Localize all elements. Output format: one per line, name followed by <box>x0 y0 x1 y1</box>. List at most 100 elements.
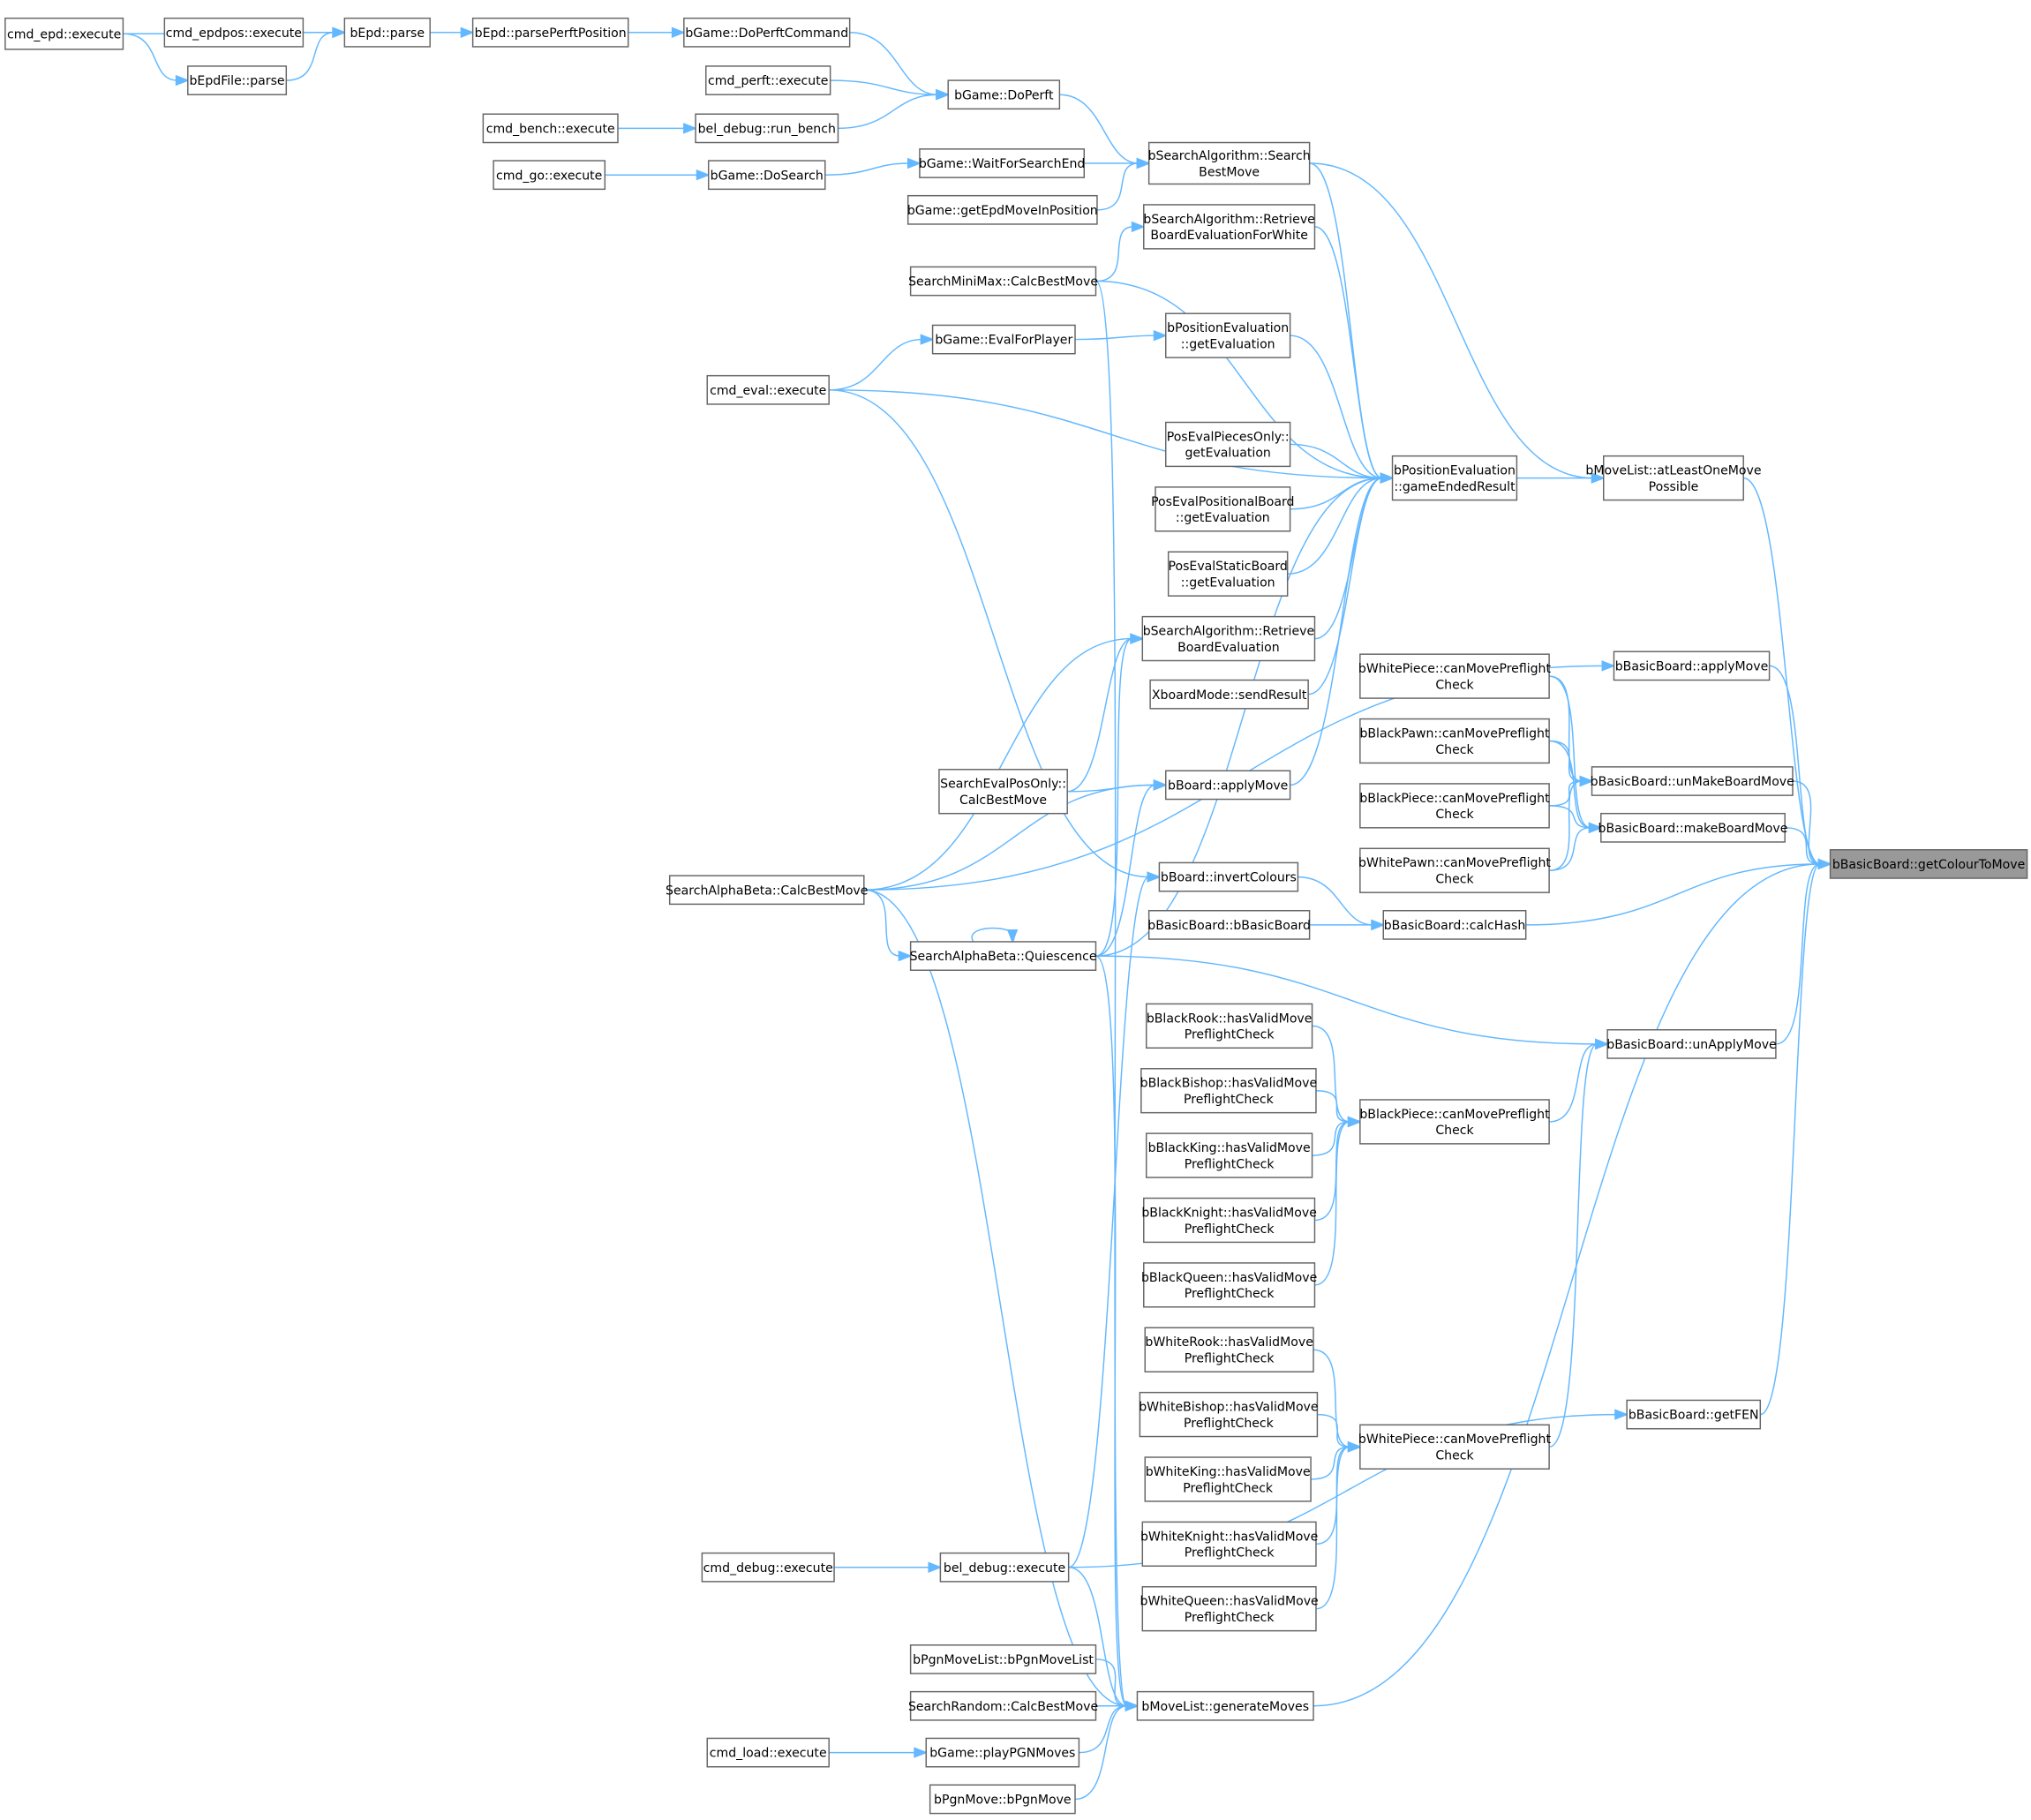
graph-node-cmd-go[interactable]: cmd_go::execute <box>493 160 606 191</box>
graph-node-cmd-eval[interactable]: cmd_eval::execute <box>706 374 830 405</box>
call-edge <box>849 32 938 95</box>
graph-node-makemove[interactable]: bBasicBoard::makeBoardMove <box>1598 812 1788 843</box>
graph-node-invertcolours[interactable]: bBoard::invertColours <box>1158 861 1299 892</box>
arrowhead-icon <box>920 334 935 345</box>
graph-node-doperftcommand[interactable]: bGame::DoPerftCommand <box>683 17 851 48</box>
node-box <box>909 266 1097 297</box>
call-edge <box>863 889 900 957</box>
call-edge <box>1095 226 1134 282</box>
node-label: bBasicBoard::unMakeBoardMove <box>1591 775 1794 789</box>
graph-node-piecesonly[interactable]: PosEvalPiecesOnly::getEvaluation <box>1164 421 1291 468</box>
graph-node-quiescence[interactable]: SearchAlphaBeta::Quiescence <box>910 941 1097 971</box>
graph-node-getfen[interactable]: bBasicBoard::getFEN <box>1626 1399 1762 1430</box>
graph-node-retrievewhite[interactable]: bSearchAlgorithm::RetrieveBoardEvaluatio… <box>1143 204 1316 250</box>
graph-node-cmd-load[interactable]: cmd_load::execute <box>706 1737 830 1768</box>
graph-node-minimax[interactable]: SearchMiniMax::CalcBestMove <box>908 266 1098 297</box>
graph-node-unapply[interactable]: bBasicBoard::unApplyMove <box>1606 1029 1777 1059</box>
graph-node-cmd-epdpos[interactable]: cmd_epdpos::execute <box>163 17 305 48</box>
node-box <box>1382 910 1527 940</box>
node-label: Check <box>1435 678 1474 692</box>
arrowhead-icon <box>1153 329 1168 342</box>
node-box <box>1359 847 1550 893</box>
node-box <box>1143 204 1316 250</box>
node-box <box>695 113 839 144</box>
graph-node-evalforplayer[interactable]: bGame::EvalForPlayer <box>931 324 1076 355</box>
graph-node-unmake[interactable]: bBasicBoard::unMakeBoardMove <box>1591 766 1794 796</box>
call-edge <box>1308 477 1382 696</box>
graph-node-playpgn[interactable]: bGame::playPGNMoves <box>925 1737 1080 1768</box>
graph-node-gameended[interactable]: bPositionEvaluation::gameEndedResult <box>1391 455 1518 501</box>
graph-node-cmd-perft[interactable]: cmd_perft::execute <box>705 65 831 95</box>
node-label: bGame::DoPerftCommand <box>685 26 848 41</box>
node-box <box>1600 812 1786 843</box>
graph-node-generatemoves[interactable]: bMoveList::generateMoves <box>1136 1690 1314 1721</box>
node-box <box>1144 1327 1314 1373</box>
graph-node-pgnmove[interactable]: bPgnMove::bPgnMove <box>929 1784 1076 1815</box>
graph-node-alphabeta[interactable]: SearchAlphaBeta::CalcBestMove <box>666 875 868 906</box>
graph-node-posevalget[interactable]: bPositionEvaluation::getEvaluation <box>1164 312 1291 358</box>
graph-node-retrieveeval[interactable]: bSearchAlgorithm::RetrieveBoardEvaluatio… <box>1141 615 1316 662</box>
arrowhead-icon <box>1588 822 1603 834</box>
graph-node-cmd-bench[interactable]: cmd_bench::execute <box>482 113 619 144</box>
graph-node-cmd-debug[interactable]: cmd_debug::execute <box>701 1552 835 1583</box>
call-edge <box>1096 162 1139 211</box>
arrowhead-icon <box>1147 871 1162 883</box>
node-label: cmd_epdpos::execute <box>166 26 302 41</box>
graph-node-run-bench[interactable]: bel_debug::run_bench <box>695 113 839 144</box>
graph-node-staticboard[interactable]: PosEvalStaticBoard::getEvaluation <box>1167 551 1289 597</box>
graph-node-bepdfile-parse[interactable]: bEpdFile::parse <box>187 65 288 95</box>
node-label: bBasicBoard::applyMove <box>1615 660 1769 674</box>
graph-node-bbapplymove[interactable]: bBasicBoard::applyMove <box>1613 651 1771 681</box>
graph-node-getepdmove[interactable]: bGame::getEpdMoveInPosition <box>907 194 1098 225</box>
graph-node-bbasicctor[interactable]: bBasicBoard::bBasicBoard <box>1147 910 1311 940</box>
graph-node-pgnmovelist[interactable]: bPgnMoveList::bPgnMoveList <box>909 1644 1097 1674</box>
node-box <box>1602 455 1744 501</box>
call-edge <box>1549 740 1591 829</box>
node-label: ::getEvaluation <box>1181 575 1275 590</box>
node-box <box>668 875 865 906</box>
graph-node-bel-debug[interactable]: bel_debug::execute <box>939 1552 1070 1583</box>
graph-node-getcolourtomove[interactable]: bBasicBoard::getColourToMove <box>1829 849 2028 879</box>
node-box <box>1626 1399 1762 1430</box>
graph-node-bepd-parse[interactable]: bEpd::parse <box>343 17 431 48</box>
graph-node-dosearch[interactable]: bGame::DoSearch <box>707 160 826 191</box>
arrowhead-icon <box>914 1747 929 1758</box>
graph-node-positional[interactable]: PosEvalPositionalBoard::getEvaluation <box>1151 486 1295 532</box>
node-label: bel_debug::run_bench <box>698 123 836 137</box>
graph-node-calchash[interactable]: bBasicBoard::calcHash <box>1382 910 1527 940</box>
graph-node-evalposonly[interactable]: SearchEvalPosOnly::CalcBestMove <box>938 769 1068 815</box>
call-edge <box>1075 1705 1127 1801</box>
call-edge <box>1059 94 1139 164</box>
graph-node-cmd-epd[interactable]: cmd_epd::execute <box>4 17 124 50</box>
node-label: PreflightCheck <box>1185 1028 1275 1042</box>
graph-node-boardapply[interactable]: bBoard::applyMove <box>1164 770 1291 801</box>
node-box <box>1141 615 1316 662</box>
call-edge <box>1309 162 1593 479</box>
node-label: PreflightCheck <box>1185 1546 1275 1561</box>
call-edge <box>1549 780 1582 807</box>
graph-node-waitforsearchend[interactable]: bGame::WaitForSearchEnd <box>919 148 1086 178</box>
graph-node-parseperft[interactable]: bEpd::parsePerftPosition <box>471 17 629 48</box>
graph-node-searchrandom[interactable]: SearchRandom::CalcBestMove <box>908 1690 1098 1721</box>
graph-node-doperft[interactable]: bGame::DoPerft <box>947 79 1061 110</box>
node-label: bWhitePawn::canMovePreflight <box>1358 856 1551 870</box>
graph-node-xboard[interactable]: XboardMode::sendResult <box>1149 679 1309 710</box>
